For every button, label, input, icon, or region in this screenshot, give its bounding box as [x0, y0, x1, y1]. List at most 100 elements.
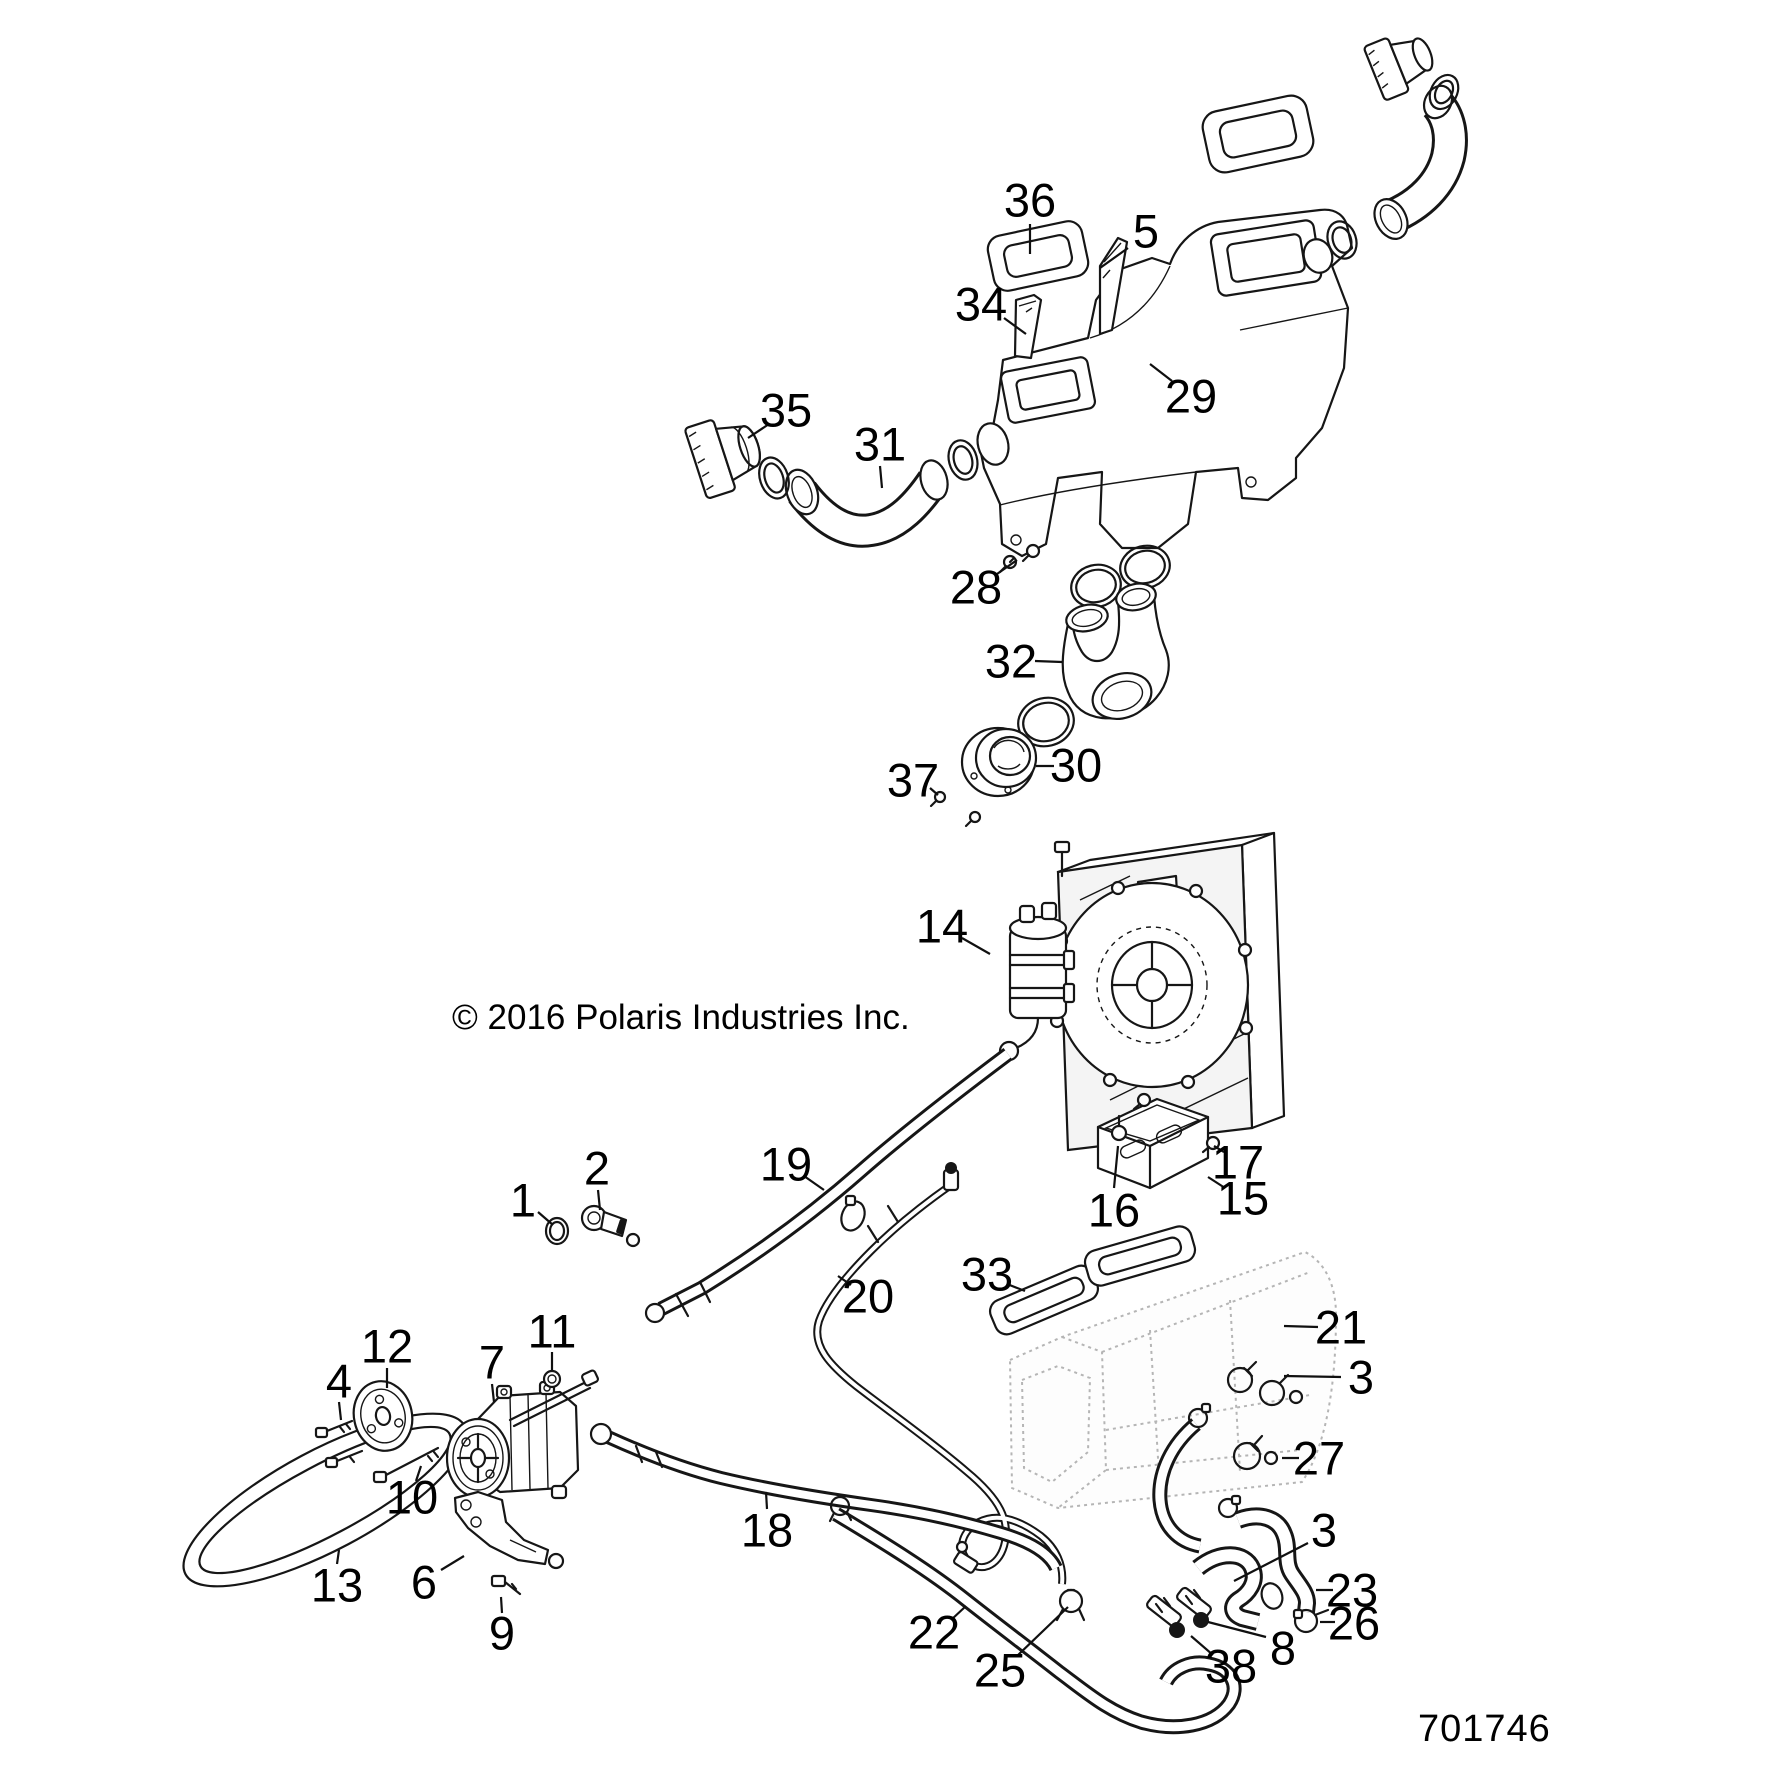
- callout-label-31: 31: [854, 418, 906, 471]
- callout-label-2: 2: [584, 1142, 610, 1195]
- callout-label-25: 25: [974, 1644, 1026, 1697]
- callout-leader-1: [537, 1211, 554, 1226]
- callout-leader-2: [596, 1189, 602, 1211]
- callout-label-14: 14: [916, 900, 968, 953]
- fan-shroud: [1049, 880, 1254, 1090]
- foam-seal-right: [1201, 94, 1315, 174]
- callout-label-16: 16: [1088, 1184, 1140, 1237]
- o-ring-1: [544, 1216, 570, 1246]
- callout-label-21: 21: [1315, 1301, 1367, 1354]
- callout-leader-34: [1003, 317, 1027, 335]
- callout-label-28: 28: [950, 561, 1002, 614]
- hose-19-fitting: [644, 1302, 666, 1324]
- bolt-10: [372, 1446, 440, 1484]
- callout-label-13: 13: [311, 1559, 363, 1612]
- callout-leader-35: [747, 423, 770, 439]
- callout-leader-6: [440, 1555, 465, 1571]
- copyright-text: © 2016 Polaris Industries Inc.: [452, 998, 910, 1037]
- foam-seal-33b: [1083, 1225, 1197, 1287]
- vent-duct-right-drawing: [1302, 37, 1463, 274]
- callout-label-32: 32: [985, 635, 1037, 688]
- hose-18-elbow: [589, 1422, 613, 1446]
- foam-seal-33a: [988, 1264, 1100, 1336]
- callout-leader-37: [929, 787, 939, 796]
- callout-leader-8: [1207, 1620, 1267, 1639]
- callout-leader-29: [1149, 363, 1173, 382]
- callout-leader-19: [803, 1175, 825, 1191]
- fitting-2: [580, 1204, 641, 1248]
- compressor-body: [445, 1369, 599, 1500]
- condenser-fan-drawing: [998, 831, 1286, 1190]
- callout-label-19: 19: [760, 1138, 812, 1191]
- callout-label-29: 29: [1165, 370, 1217, 423]
- hose-22-inline-fitting: [952, 1540, 979, 1574]
- gasket-ring: [758, 439, 979, 500]
- callout-leader-25: [1016, 1606, 1069, 1657]
- callout-label-38: 38: [1205, 1640, 1257, 1693]
- callout-leader-3: [1283, 1374, 1342, 1379]
- callout-label-36: 36: [1004, 174, 1056, 227]
- callout-leader-15: [1207, 1176, 1226, 1189]
- vent-bezel-35: [684, 419, 761, 499]
- callout-label-20: 20: [842, 1270, 894, 1323]
- hose-clamp: [840, 1194, 866, 1232]
- callout-label-4: 4: [326, 1355, 352, 1408]
- bolt-9: [490, 1574, 522, 1596]
- round-vent-30: [960, 726, 1038, 798]
- callout-leader-38: [1190, 1635, 1214, 1656]
- bracket-6: [453, 1490, 565, 1570]
- callout-label-15: 15: [1217, 1172, 1269, 1225]
- callout-leader-31: [878, 465, 884, 489]
- callout-label-11: 11: [528, 1305, 577, 1358]
- callout-label-37: 37: [887, 754, 939, 807]
- fitting-38: [1146, 1594, 1185, 1638]
- callout-label-18: 18: [741, 1504, 793, 1557]
- receiver-drier: [998, 901, 1076, 1062]
- callout-label-12: 12: [361, 1320, 413, 1373]
- callout-leader-28: [996, 559, 1018, 575]
- hoses-drawing: [544, 1054, 1330, 1727]
- callout-leader-33: [1006, 1282, 1026, 1293]
- defrost-vane-2: [1013, 293, 1043, 360]
- callout-label-3: 3: [1348, 1351, 1374, 1404]
- callout-leader-32: [1034, 659, 1063, 664]
- callout-label-1: 1: [510, 1174, 536, 1227]
- mount-tray-15: [1096, 1092, 1221, 1190]
- callout-leader-7: [490, 1383, 496, 1403]
- duct-body: [978, 208, 1354, 558]
- callout-leader-3: [1233, 1542, 1309, 1582]
- callout-leader-4: [337, 1401, 343, 1421]
- figure-number: 701746: [1418, 1708, 1551, 1750]
- clutch-pulley: [352, 1380, 414, 1452]
- callout-label-3: 3: [1311, 1504, 1337, 1557]
- callout-label-6: 6: [411, 1556, 437, 1609]
- vent-bezel-top-right: [1363, 37, 1434, 101]
- callout-leader-5: [1099, 247, 1129, 269]
- callout-leader-22: [950, 1605, 967, 1621]
- callout-leader-18: [764, 1491, 769, 1510]
- callout-leader-10: [414, 1465, 423, 1482]
- callout-label-5: 5: [1133, 205, 1159, 258]
- callout-label-10: 10: [386, 1471, 438, 1524]
- callout-label-22: 22: [908, 1606, 960, 1659]
- duct-assembly-drawing: [978, 94, 1354, 558]
- callout-label-23: 23: [1326, 1564, 1378, 1617]
- callout-label-26: 26: [1328, 1597, 1380, 1650]
- bolt-4: [314, 1419, 364, 1469]
- hose-clamp-27: [1232, 1434, 1279, 1471]
- heater-seals-clamps-drawing: [988, 1225, 1304, 1471]
- callout-leader-13: [335, 1549, 341, 1565]
- callout-label-34: 34: [955, 278, 1007, 331]
- callout-label-7: 7: [479, 1336, 505, 1389]
- vent-duct-left-drawing: [684, 419, 1010, 530]
- callout-label-9: 9: [489, 1607, 515, 1660]
- callout-leader-17: [1213, 1145, 1225, 1153]
- callout-label-17: 17: [1212, 1136, 1264, 1189]
- callout-leader-20: [837, 1275, 852, 1286]
- callout-label-33: 33: [961, 1248, 1013, 1301]
- foam-seal-36: [986, 220, 1090, 292]
- y-duct-drawing: [929, 543, 1171, 828]
